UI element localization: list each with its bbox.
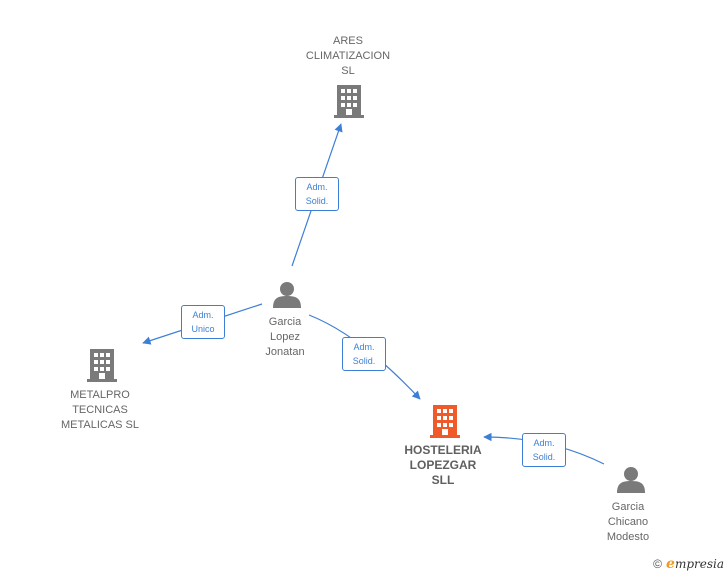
building-icon[interactable]: [334, 85, 364, 118]
building-icon[interactable]: [430, 405, 460, 438]
edge-label-chicano-to-hosteleria: Adm. Solid.: [522, 433, 566, 467]
node-label-garcia-chicano[interactable]: Garcia Chicano Modesto: [606, 501, 650, 543]
brand-name: mpresia: [674, 557, 724, 571]
edge-label-to-ares: Adm. Solid.: [295, 177, 339, 211]
node-label-garcia-lopez[interactable]: Garcia Lopez Jonatan: [265, 316, 305, 358]
copyright-symbol: ©: [653, 557, 663, 571]
node-label-ares[interactable]: ARES CLIMATIZACION SL: [305, 35, 391, 77]
building-icon[interactable]: [87, 349, 117, 382]
person-icon[interactable]: [273, 282, 301, 308]
edge-label-to-metalpro: Adm. Unico: [181, 305, 225, 339]
footer: © empresia: [653, 556, 724, 572]
edge-label-to-hosteleria: Adm. Solid.: [342, 337, 386, 371]
node-label-metalpro[interactable]: METALPRO TECNICAS METALICAS SL: [60, 389, 140, 431]
node-label-hosteleria[interactable]: HOSTELERIA LOPEZGAR SLL: [404, 443, 482, 487]
brand-logo[interactable]: empresia: [666, 556, 724, 572]
person-icon[interactable]: [617, 467, 645, 493]
brand-initial: e: [666, 556, 675, 572]
